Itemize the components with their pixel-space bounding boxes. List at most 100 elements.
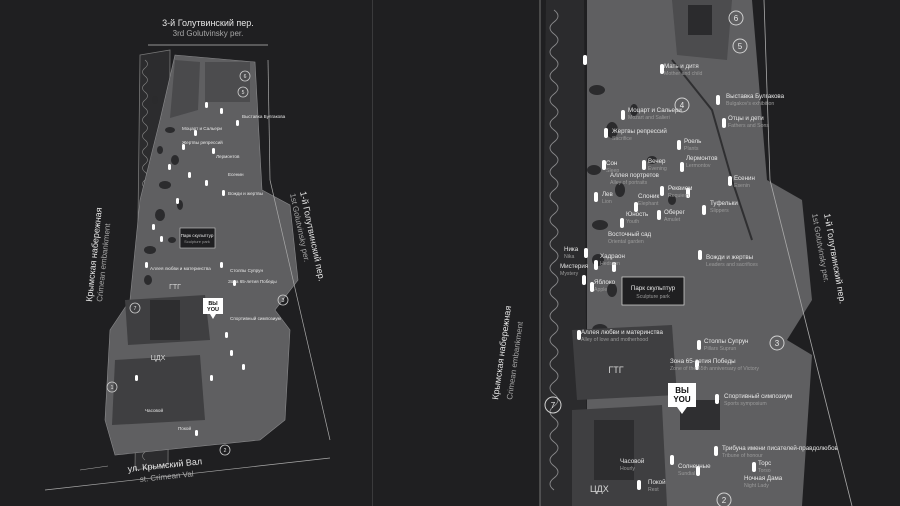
street-line-bottom (44, 457, 331, 491)
svg-text:ВЫ: ВЫ (208, 301, 218, 307)
svg-text:1: 1 (111, 385, 114, 391)
marker-4: 4 (680, 101, 685, 110)
sculpture-park-box[interactable] (179, 227, 216, 249)
overview-sculpture-park-label: Парк скульптур (181, 233, 214, 238)
dl-slippers: Туфельки (710, 200, 738, 207)
overview-number-markers[interactable] (106, 70, 289, 456)
svg-text:7: 7 (134, 306, 137, 312)
dl-oriental: Восточный сад (608, 231, 652, 238)
dl-sundial: Солнечные (678, 463, 711, 470)
svg-text:Slippers: Slippers (710, 208, 729, 214)
svg-text:Hedraon: Hedraon (600, 261, 620, 267)
ov-label-mozart: Моцарт и Сальери (182, 126, 222, 131)
dl-mystery: Мистерия (560, 263, 588, 270)
park-zone-top (205, 62, 250, 102)
dl-alley-love: Аллея любви и материнства (581, 329, 664, 336)
street-line-right-a (267, 59, 271, 181)
dl-lion: Лев (602, 191, 614, 198)
svg-text:Alley of love and motherhood: Alley of love and motherhood (581, 337, 648, 343)
ov-label-hourly: Часовой (145, 407, 163, 413)
svg-text:Oriental garden: Oriental garden (608, 239, 644, 245)
dl-sports: Спортивный симпозиум (724, 393, 792, 400)
detail-number-markers[interactable] (544, 10, 785, 506)
svg-text:Sleep: Sleep (606, 168, 619, 174)
dl-mother-child: Мать и дитя (664, 63, 699, 70)
svg-text:Rest: Rest (648, 487, 659, 493)
svg-text:Mystery: Mystery (560, 271, 579, 277)
svg-text:Requiem: Requiem (668, 193, 689, 199)
dl-lermontov: Лермонтов (686, 155, 718, 162)
detail-embankment-strip (540, 0, 587, 506)
you-are-here-badge: ВЫ YOU (203, 298, 223, 319)
street-top-en: 3rd Golutvinsky per. (173, 29, 244, 38)
dl-sacrifice: Жертвы репрессий (612, 128, 667, 135)
detail-embankment-waves (549, 9, 559, 491)
svg-text:Evening: Evening (648, 166, 667, 172)
detail-gtg-building[interactable] (572, 325, 677, 400)
ov-label-esenin: Есенин (228, 172, 244, 177)
detail-gtg-label: ГТГ (608, 365, 623, 375)
overview-map[interactable]: 3-й Голутвинский пер. 3rd Golutvinsky pe… (0, 0, 372, 506)
ov-label-sports: Спортивный симпозиум (230, 315, 281, 321)
detail-sculpture-park-label: Парк скульптур (631, 285, 676, 292)
svg-text:Amulet: Amulet (664, 217, 681, 223)
svg-text:Mozart and Salieri: Mozart and Salieri (628, 115, 670, 121)
svg-text:3: 3 (282, 298, 285, 304)
gtg-label: ГТГ (169, 284, 181, 291)
ov-label-pillars: Столпы Супрун (230, 268, 263, 273)
detail-sculpture-park-box[interactable] (621, 276, 685, 306)
svg-text:Alley of portraits: Alley of portraits (610, 180, 648, 186)
marker-3: 3 (775, 339, 780, 348)
detail-labels: Мать и дитя Mother and child Выставка Бу… (560, 63, 839, 493)
svg-text:Bulgakov's exhibition: Bulgakov's exhibition (726, 101, 774, 107)
dl-plants: Роель (684, 138, 701, 145)
svg-text:YOU: YOU (673, 395, 691, 404)
detail-sculpture-pins[interactable] (577, 55, 756, 490)
svg-text:Mother and child: Mother and child (664, 71, 702, 77)
dl-evening: Вечер (648, 158, 666, 165)
dl-mozart: Моцарт и Сальери (628, 107, 682, 114)
park-area[interactable] (104, 54, 299, 456)
dl-torso: Торс (758, 460, 771, 467)
dl-rest: Покой (648, 479, 666, 486)
svg-text:ВЫ: ВЫ (675, 386, 689, 395)
svg-text:Lermontov: Lermontov (686, 163, 711, 169)
ov-label-lermontov: Лермонтов (216, 154, 240, 159)
dl-hourly: Часовой (620, 458, 645, 465)
dl-apple: Яблоко (594, 279, 616, 286)
detail-tree-clusters (587, 85, 676, 385)
street-top-ru: 3-й Голутвинский пер. (162, 18, 254, 28)
marker-2: 2 (722, 496, 727, 505)
detail-building-top (688, 5, 712, 35)
marker-6: 6 (734, 14, 739, 23)
svg-text:Plants: Plants (684, 146, 699, 152)
ov-label-leaders: Вожди и жертвы (228, 191, 263, 196)
svg-text:Hourly: Hourly (620, 466, 635, 472)
svg-text:Sports symposium: Sports symposium (724, 401, 767, 407)
svg-text:Lion: Lion (602, 199, 612, 205)
svg-text:Night Lady: Night Lady (744, 483, 769, 489)
park-dark-top (170, 60, 200, 118)
ov-label-bulgakov: Выставка Булгакова (242, 114, 286, 119)
svg-text:Sacrifice: Sacrifice (612, 136, 632, 142)
svg-text:Torso: Torso (758, 468, 771, 474)
marker-7: 7 (551, 401, 556, 410)
cdh-building[interactable] (112, 355, 205, 425)
overview-sculpture-pins[interactable] (135, 102, 245, 436)
dl-amulet: Оберег (664, 209, 686, 216)
svg-text:5: 5 (242, 90, 245, 96)
ov-label-alley-love: Аллея любви и материнства (150, 266, 211, 271)
dl-leaders: Вожди и жертвы (706, 254, 754, 261)
dl-fathers: Отцы и дети (728, 115, 764, 122)
svg-text:Fathers and Sons: Fathers and Sons (728, 123, 769, 129)
detail-street-line-right-a (763, 0, 771, 181)
dl-youth: Юность (626, 211, 648, 218)
street-line-right-b (269, 179, 331, 441)
dl-bulgakov: Выставка Булгакова (726, 93, 785, 100)
svg-text:YOU: YOU (207, 307, 219, 313)
ov-label-rest: Покой (178, 425, 191, 431)
dl-zone65: Зона 65-летия Победы (670, 358, 736, 365)
detail-map[interactable]: Парк скульптур Sculpture park ГТГ ЦДХ ВЫ… (372, 0, 900, 506)
tree-clusters (144, 96, 183, 285)
svg-text:Tribune of honour: Tribune of honour (722, 453, 763, 459)
